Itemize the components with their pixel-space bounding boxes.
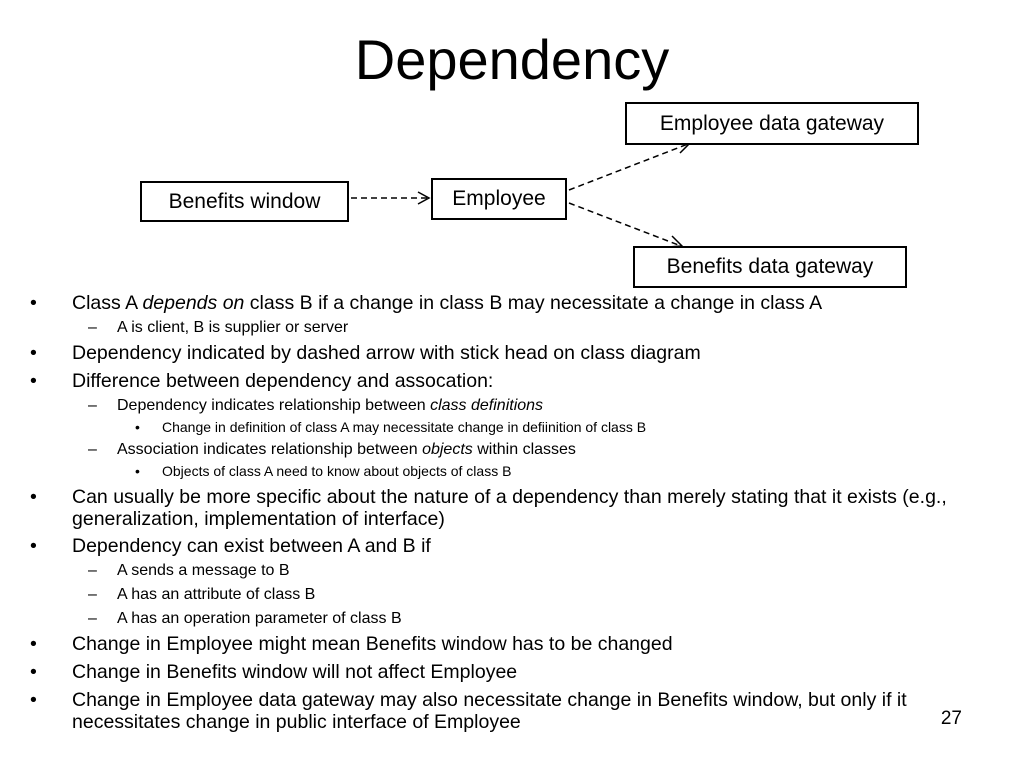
bullet-text: Dependency indicates relationship betwee… — [117, 397, 431, 414]
bullet-text: Difference between dependency and assoca… — [72, 370, 494, 392]
bullet-marker: • — [30, 292, 37, 314]
arrow-employee-to-employee-data-gateway — [568, 143, 689, 191]
bullet-marker: • — [30, 486, 37, 508]
bullet-emphasis: depends on — [142, 292, 245, 314]
bullet-text: Dependency indicated by dashed arrow wit… — [72, 342, 701, 364]
bullet-marker: • — [30, 661, 37, 683]
bullet-text: within classes — [472, 441, 576, 458]
bullet-text: Change in Benefits window will not affec… — [72, 661, 518, 683]
box-benefits-data-gateway: Benefits data gateway — [633, 246, 907, 288]
bullet-text: Association indicates relationship betwe… — [117, 441, 423, 458]
arrow-head-employee — [417, 191, 431, 205]
dash-marker: – — [88, 397, 97, 414]
bullet-marker: • — [30, 689, 37, 711]
bullet-emphasis: class definitions — [430, 397, 544, 414]
bullet-text: A has an operation parameter of class B — [117, 610, 402, 627]
bullet-marker: • — [135, 419, 140, 435]
dash-marker: – — [88, 610, 97, 627]
dash-marker: – — [88, 562, 97, 579]
bullet-text: Change in Employee data gateway may also… — [72, 689, 907, 733]
bullet-marker: • — [30, 633, 37, 655]
bullet-text: Can usually be more specific about the n… — [72, 486, 947, 530]
bullet-emphasis: objects — [422, 441, 473, 458]
slide-title: Dependency — [354, 28, 670, 91]
bullet-marker: • — [30, 370, 37, 392]
page-number: 27 — [940, 708, 962, 729]
box-employee: Employee — [431, 178, 567, 220]
arrow-employee-to-benefits-data-gateway — [568, 202, 682, 247]
bullet-text: Class A — [72, 292, 143, 314]
box-benefits-window: Benefits window — [140, 181, 349, 222]
bullet-text: Dependency can exist between A and B if — [72, 535, 431, 557]
dash-marker: – — [88, 319, 97, 336]
bullet-text: A has an attribute of class B — [117, 586, 316, 603]
bullet-marker: • — [135, 463, 140, 479]
dash-marker: – — [88, 441, 97, 458]
dependency-diagram: Employee data gateway Benefits window Em… — [0, 0, 1024, 300]
dash-marker: – — [88, 586, 97, 603]
bullet-text: A is client, B is supplier or server — [117, 319, 349, 336]
box-employee-data-gateway: Employee data gateway — [625, 102, 919, 145]
bullet-marker: • — [30, 342, 37, 364]
bullet-text: Change in definition of class A may nece… — [162, 419, 647, 435]
bullet-text: Change in Employee might mean Benefits w… — [72, 633, 673, 655]
bullet-text: A sends a message to B — [117, 562, 290, 579]
bullet-text: Objects of class A need to know about ob… — [162, 463, 512, 479]
bullet-text: class B if a change in class B may neces… — [244, 292, 823, 314]
bullet-marker: • — [30, 535, 37, 557]
